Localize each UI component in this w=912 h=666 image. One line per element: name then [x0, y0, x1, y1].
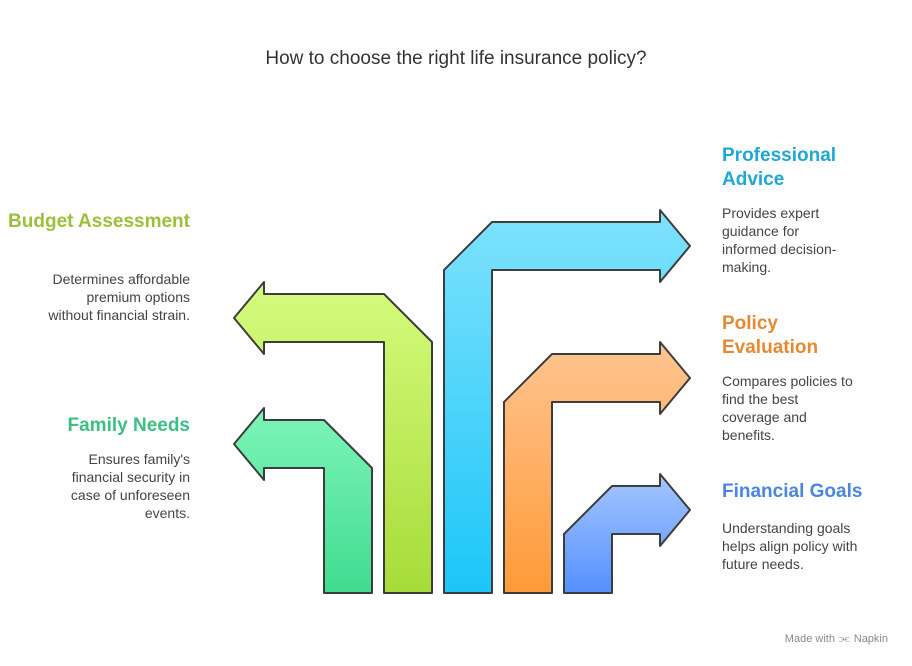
professional-advice-heading: Professional Advice	[722, 145, 837, 190]
napkin-logo-icon: ⫘	[838, 631, 850, 645]
professional-advice-description: Provides expert guidance for informed de…	[722, 205, 837, 275]
policy-evaluation-arrow	[503, 341, 691, 594]
professional-advice-arrow	[443, 209, 691, 594]
policy-evaluation-description: Compares policies to find the best cover…	[722, 373, 853, 443]
credit-text: Made with	[784, 632, 835, 645]
family-needs-arrow	[233, 407, 373, 594]
budget-assessment-heading: Budget Assessment	[8, 211, 190, 232]
budget-assessment-arrow	[233, 281, 433, 594]
policy-evaluation-heading: Policy Evaluation	[722, 313, 819, 358]
credit-brand: Napkin	[853, 632, 888, 645]
budget-assessment-description: Determines affordable premium options wi…	[48, 271, 190, 323]
family-needs-description: Ensures family's financial security in c…	[70, 451, 190, 521]
financial-goals-heading: Financial Goals	[722, 481, 863, 502]
financial-goals-description: Understanding goals helps align policy w…	[722, 520, 858, 572]
family-needs-heading: Family Needs	[67, 415, 191, 436]
made-with-napkin-credit: Made with ⫘ Napkin	[785, 631, 888, 646]
financial-goals-arrow	[563, 473, 691, 594]
diagram-title: How to choose the right life insurance p…	[265, 48, 647, 69]
